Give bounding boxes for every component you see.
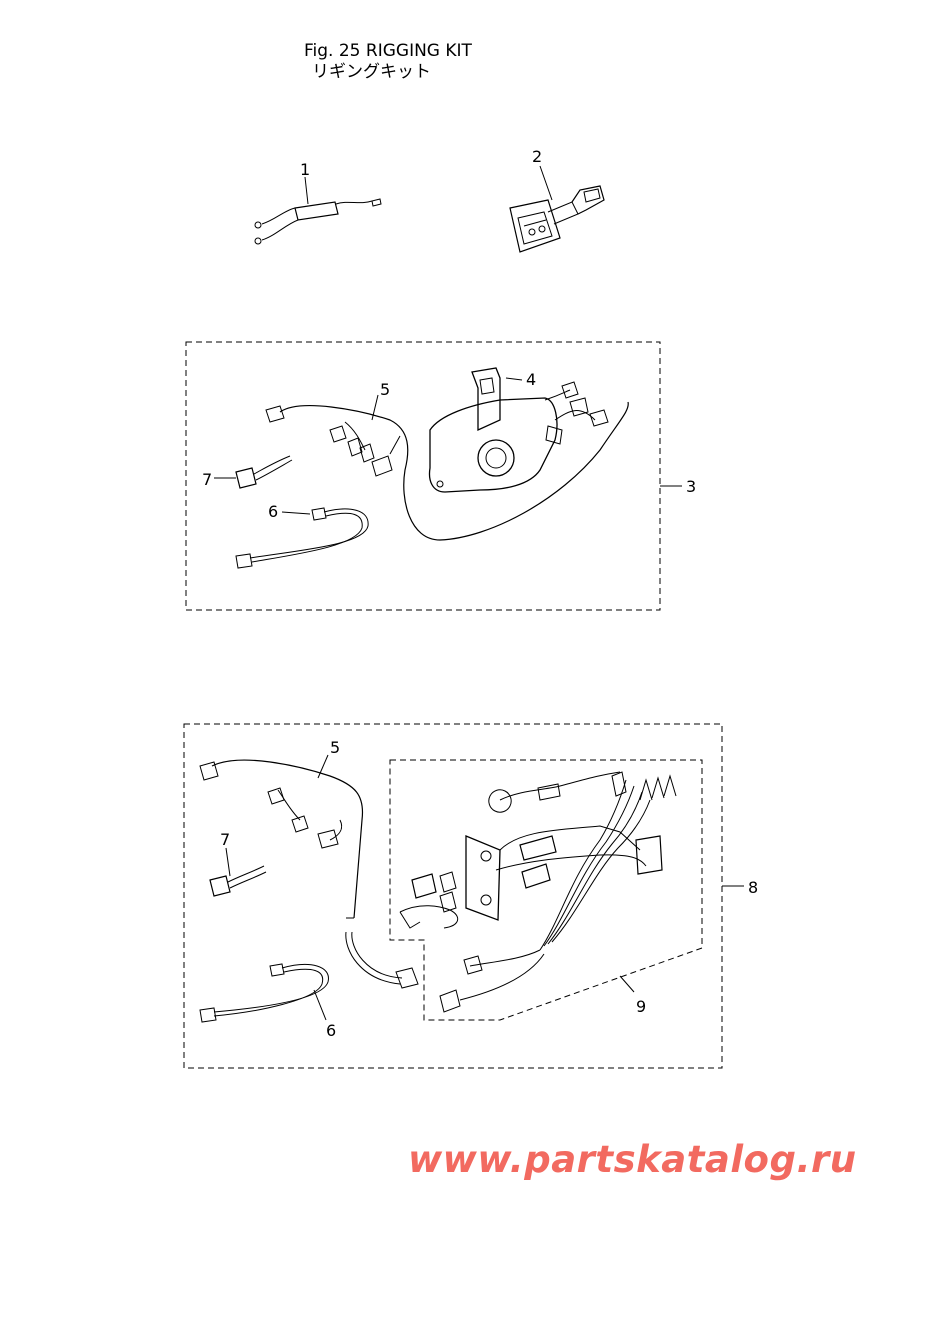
- callout-7-bottom: 7: [220, 830, 230, 849]
- leader-5-top: [371, 394, 379, 421]
- callout-4: 4: [526, 370, 536, 389]
- part-1-harness[interactable]: [254, 198, 382, 245]
- callout-7-top: 7: [202, 470, 212, 489]
- part-7-lead-top[interactable]: [235, 455, 293, 489]
- group-8-frame: [183, 723, 723, 1069]
- part-2-switch-panel[interactable]: [509, 185, 605, 253]
- part-4-remote-control[interactable]: [428, 367, 558, 493]
- part-5-harness-top[interactable]: [265, 381, 629, 541]
- figure-title: Fig. 25 RIGGING KIT: [304, 41, 472, 61]
- figure-title-japanese: リギングキット: [312, 62, 431, 82]
- part-6-lead-top[interactable]: [235, 507, 369, 569]
- callout-6-top: 6: [268, 502, 278, 521]
- part-7-lead-bottom[interactable]: [209, 865, 267, 897]
- part-6-lead-bottom[interactable]: [199, 963, 329, 1023]
- callout-6-bottom: 6: [326, 1021, 336, 1040]
- leader-5-bottom: [317, 754, 329, 779]
- callout-1: 1: [300, 160, 310, 179]
- leader-6-bottom: [313, 989, 327, 1021]
- group-9-frame: [389, 759, 703, 1021]
- callout-2: 2: [532, 147, 542, 166]
- callout-3: 3: [686, 477, 696, 496]
- leader-6-top: [281, 511, 311, 515]
- callout-5-bottom: 5: [330, 738, 340, 757]
- callout-5-top: 5: [380, 380, 390, 399]
- part-9-switch-harness[interactable]: [399, 771, 677, 1013]
- watermark-text: www.partskatalog.ru: [408, 1138, 857, 1181]
- leader-1: [304, 176, 309, 205]
- part-5-harness-bottom[interactable]: [199, 759, 419, 989]
- callout-9: 9: [636, 997, 646, 1016]
- leader-2: [539, 165, 553, 201]
- callout-8: 8: [748, 878, 758, 897]
- leader-4: [505, 377, 523, 381]
- leader-9: [619, 975, 635, 993]
- leader-7-bottom: [225, 847, 231, 877]
- group-3-frame: [185, 341, 661, 611]
